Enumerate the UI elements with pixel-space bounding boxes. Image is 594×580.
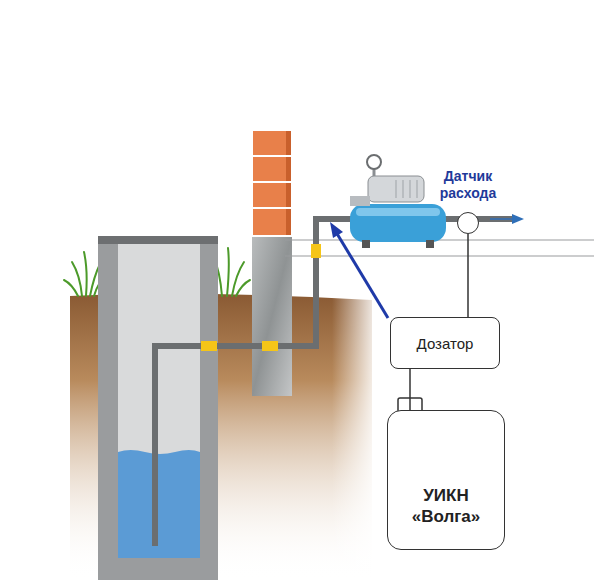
utility-lines (285, 240, 594, 256)
pump-inlet (350, 196, 370, 206)
pressure-gauge (367, 155, 381, 169)
pipe-couplings (201, 244, 321, 351)
pressure-tank (350, 204, 446, 242)
sensor-circle (457, 212, 479, 234)
brick-shade (286, 131, 291, 235)
injection-arrow (330, 222, 343, 238)
node-label: Дозатор (417, 335, 474, 352)
reagent-canister: УИКН «Волга» (387, 410, 505, 550)
water (118, 450, 200, 558)
signal-wire (467, 234, 469, 317)
pump-motor (368, 176, 424, 202)
flow-line (490, 218, 514, 220)
injection-line (336, 232, 388, 318)
node-label: УИКН «Волга» (398, 485, 494, 527)
signal-wire (409, 369, 411, 410)
tank-foot (362, 240, 370, 248)
well-inside (118, 244, 200, 558)
tank-foot (426, 240, 434, 248)
tank-highlight (356, 208, 440, 216)
motor-fins (396, 180, 417, 198)
concrete-column (252, 236, 292, 396)
bricks (252, 130, 292, 236)
node-label: Датчик расхода (422, 168, 514, 202)
dosing-unit-box: Дозатор (390, 317, 500, 369)
pipe (155, 219, 512, 546)
flow-sensor: Датчик расхода (422, 168, 514, 234)
well-cap (98, 236, 218, 244)
